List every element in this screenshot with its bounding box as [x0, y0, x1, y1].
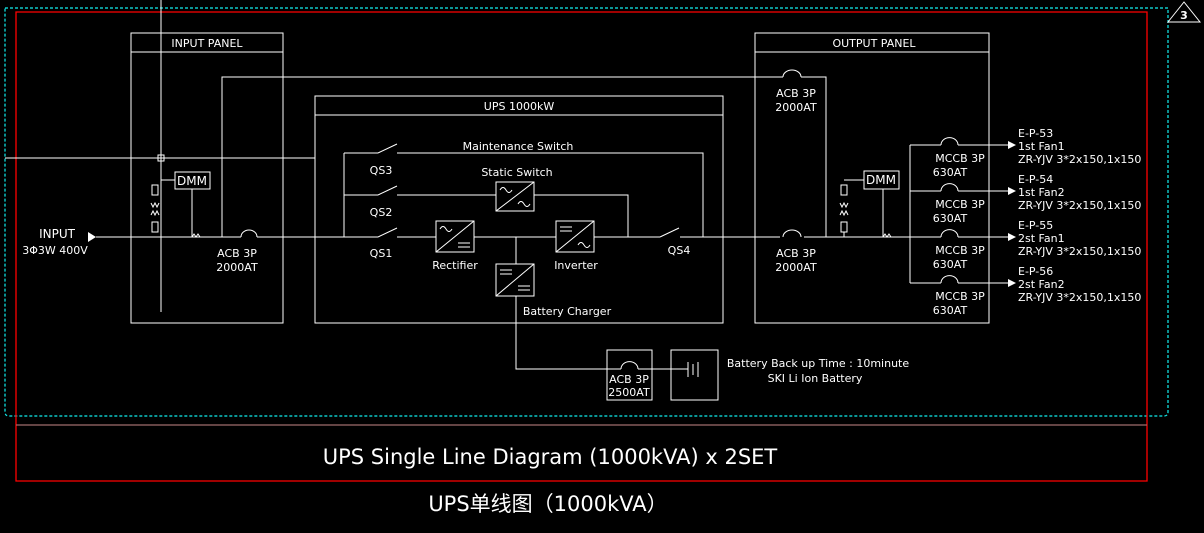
feeder-id: E-P-54 — [1018, 173, 1053, 186]
input-arrow-icon — [88, 232, 96, 242]
battery-icon — [671, 362, 699, 377]
input-panel: INPUT PANEL DMM INPUT 3Φ3W 400V ACB 3P 2… — [5, 0, 315, 324]
backup-time-label: Battery Back up Time : 10minute — [727, 357, 910, 370]
qs2-label: QS2 — [370, 206, 393, 219]
rectifier-label: Rectifier — [432, 259, 478, 272]
acb-top-type: ACB 3P — [776, 87, 816, 100]
feeder-rating: 630AT — [933, 166, 968, 179]
battery-acb-type: ACB 3P — [609, 373, 649, 386]
inverter-label: Inverter — [554, 259, 598, 272]
dmm-label: DMM — [177, 174, 207, 188]
battery-type-label: SKI Li Ion Battery — [768, 372, 863, 385]
crossing-icon — [157, 154, 165, 162]
sheet-title: UPS Single Line Diagram (1000kVA) x 2SET — [323, 445, 778, 469]
feeder-cable: ZR-YJV 3*2x150,1x150 — [1018, 153, 1141, 166]
maintenance-switch-label: Maintenance Switch — [463, 140, 574, 153]
battery-charger-label: Battery Charger — [523, 305, 612, 318]
acb-main-rating: 2000AT — [775, 261, 817, 274]
static-switch-icon — [495, 181, 535, 212]
feeder-rating: 630AT — [933, 258, 968, 271]
feeder-arrow-icon — [1008, 279, 1016, 287]
mccb-icon — [910, 229, 1010, 238]
qs4-label: QS4 — [668, 244, 691, 257]
feeder-id: E-P-56 — [1018, 265, 1053, 278]
feeder-cable: ZR-YJV 3*2x150,1x150 — [1018, 291, 1141, 304]
feeder-load: 1st Fan2 — [1018, 186, 1065, 199]
acb-main-type: ACB 3P — [776, 247, 816, 260]
feeder-rating: 630AT — [933, 304, 968, 317]
revision-cloud — [4, 7, 1169, 417]
output-panel: OUTPUT PANEL ACB 3P 2000AT ACB 3P 2000AT… — [754, 32, 990, 324]
acb-type: ACB 3P — [217, 247, 257, 260]
feeder-breaker: MCCB 3P — [935, 198, 985, 211]
acb-icon — [240, 229, 258, 238]
battery-section: ACB 3P 2500AT Battery Back up Time : 10m… — [606, 349, 910, 401]
feeder-load: 2st Fan1 — [1018, 232, 1065, 245]
feeder-breaker: MCCB 3P — [935, 152, 985, 165]
input-spec: 3Φ3W 400V — [22, 244, 88, 257]
revision-triangle: 3 — [1166, 1, 1202, 23]
feeder-id: E-P-53 — [1018, 127, 1053, 140]
input-label: INPUT — [39, 227, 76, 241]
mccb-icon — [910, 275, 1010, 284]
mccb-icon — [910, 137, 1010, 146]
acb-icon — [782, 69, 802, 78]
battery-acb-rating: 2500AT — [608, 386, 650, 399]
feeder-rating: 630AT — [933, 212, 968, 225]
feeder-arrow-icon — [1008, 187, 1016, 195]
mccb-icon — [910, 183, 1010, 192]
qs3-label: QS3 — [370, 164, 393, 177]
feeder-arrow-icon — [1008, 141, 1016, 149]
feeder-breaker: MCCB 3P — [935, 244, 985, 257]
feeder-load: 2st Fan2 — [1018, 278, 1065, 291]
battery-charger-icon — [495, 263, 535, 297]
qs1-label: QS1 — [370, 247, 393, 260]
ups-title: UPS 1000kW — [484, 100, 555, 113]
acb-rating: 2000AT — [216, 261, 258, 274]
acb-icon — [782, 229, 802, 238]
feeder-cable: ZR-YJV 3*2x150,1x150 — [1018, 245, 1141, 258]
feeder-arrow-icon — [1008, 233, 1016, 241]
inverter-icon — [555, 220, 595, 253]
static-switch-label: Static Switch — [481, 166, 552, 179]
feeder-id: E-P-55 — [1018, 219, 1053, 232]
output-panel-title: OUTPUT PANEL — [832, 37, 916, 50]
feeder-load: 1st Fan1 — [1018, 140, 1065, 153]
acb-icon — [620, 361, 639, 370]
acb-top-rating: 2000AT — [775, 101, 817, 114]
current-transformer-icon — [839, 179, 864, 237]
rectifier-icon — [435, 220, 475, 253]
current-transformer-icon — [150, 179, 175, 233]
feeder-cable: ZR-YJV 3*2x150,1x150 — [1018, 199, 1141, 212]
dmm-label: DMM — [866, 173, 896, 187]
revision-number: 3 — [1180, 9, 1188, 22]
feeder-breaker: MCCB 3P — [935, 290, 985, 303]
dmm-meter — [863, 170, 900, 190]
sheet-subtitle: UPS单线图（1000kVA） — [428, 492, 667, 516]
ups-block: UPS 1000kW Maintenance Switch Static Swi… — [314, 95, 910, 370]
input-panel-title: INPUT PANEL — [171, 37, 243, 50]
